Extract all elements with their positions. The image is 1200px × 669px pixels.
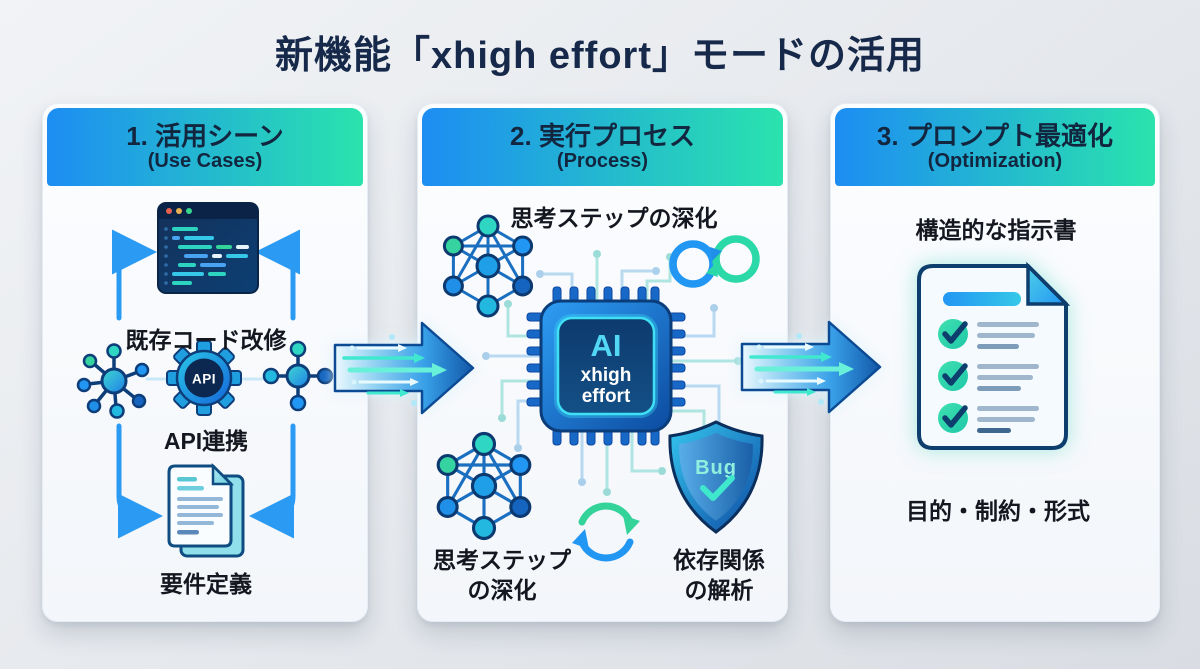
panel-process-subheading: (Process) bbox=[556, 150, 649, 173]
code-editor-icon bbox=[157, 202, 259, 294]
label-purpose-constraints-format: 目的・制約・形式 bbox=[906, 498, 1090, 524]
panel-use-cases-subheading: (Use Cases) bbox=[147, 150, 263, 173]
flow-arrow-1 bbox=[333, 321, 475, 415]
panel-use-cases-heading: 1. 活用シーン bbox=[126, 120, 284, 151]
api-gear-text: API bbox=[192, 372, 216, 387]
panel-use-cases-body: API 既存コード改修 API連携 要件定義 bbox=[47, 186, 363, 619]
flow-arrow-2 bbox=[740, 320, 882, 414]
checklist-document-icon bbox=[917, 261, 1071, 450]
circuit-traces bbox=[482, 250, 742, 496]
panel-optimization-subheading: (Optimization) bbox=[927, 150, 1063, 173]
documents-icon bbox=[167, 462, 245, 558]
panel-optimization: 3. プロンプト最適化 (Optimization) bbox=[830, 103, 1160, 622]
network-hub-left-icon bbox=[76, 343, 150, 419]
panel-optimization-header: 3. プロンプト最適化 (Optimization) bbox=[835, 108, 1155, 186]
network-hub-right-icon bbox=[262, 340, 334, 412]
panel-use-cases: 1. 活用シーン (Use Cases) bbox=[42, 103, 368, 622]
panel-process-header: 2. 実行プロセス (Process) bbox=[422, 108, 783, 186]
panel-optimization-body: 構造的な指示書 目的・制約・形式 bbox=[835, 186, 1155, 619]
label-api-integration: API連携 bbox=[163, 428, 249, 454]
label-dependency-line2: の解析 bbox=[684, 577, 754, 603]
refresh-cycle-icon bbox=[572, 502, 640, 562]
use-cases-graphics: API bbox=[76, 202, 334, 558]
panel-process: 2. 実行プロセス (Process) bbox=[417, 103, 788, 622]
label-thinking-steps-line2: の深化 bbox=[467, 577, 537, 603]
chip-text-xhigh: xhigh bbox=[581, 365, 632, 386]
label-thinking-steps-top: 思考ステップの深化 bbox=[510, 205, 718, 231]
panel-optimization-heading: 3. プロンプト最適化 bbox=[876, 120, 1114, 151]
label-requirements: 要件定義 bbox=[160, 571, 252, 597]
label-structured-instructions: 構造的な指示書 bbox=[915, 217, 1077, 243]
label-existing-code: 既存コード改修 bbox=[125, 327, 287, 353]
ai-chip-icon: AI xhigh effort bbox=[526, 286, 686, 446]
shield-bug-text: Bug bbox=[695, 457, 737, 479]
panel-use-cases-header: 1. 活用シーン (Use Cases) bbox=[47, 108, 363, 186]
panel-process-heading: 2. 実行プロセス bbox=[510, 120, 695, 151]
loop-cycle-icon bbox=[669, 235, 760, 288]
label-thinking-steps-line1: 思考ステップ bbox=[433, 547, 571, 573]
api-gear-icon: API bbox=[166, 340, 242, 416]
chip-text-ai: AI bbox=[591, 328, 622, 363]
bug-shield-icon: Bug bbox=[668, 420, 764, 534]
page-title: 新機能「xhigh effort」モードの活用 bbox=[275, 35, 925, 77]
cycle-arrows bbox=[112, 229, 300, 539]
label-dependency-line1: 依存関係 bbox=[673, 547, 765, 573]
optimization-graphics bbox=[917, 261, 1071, 450]
process-graphics: AI xhigh effort Bug bbox=[436, 214, 764, 562]
panel-process-body: AI xhigh effort Bug bbox=[422, 186, 783, 619]
chip-text-effort: effort bbox=[582, 386, 631, 407]
